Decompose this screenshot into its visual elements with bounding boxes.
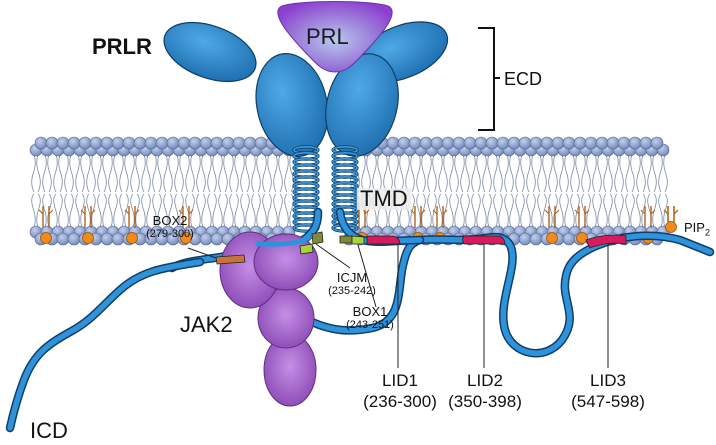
prlr-label: PRLR (92, 34, 152, 59)
ecd-bracket (478, 27, 500, 131)
box2-label: BOX2 (279-300) (146, 213, 194, 240)
ecd-label: ECD (504, 69, 543, 89)
lipid-tails (31, 153, 668, 229)
ecd-d2-right (325, 53, 399, 157)
cell-membrane (29, 136, 670, 246)
pip2-legend-icon (663, 206, 679, 233)
leader-lines (187, 243, 609, 368)
receptor-motifs (215, 231, 627, 265)
box1-label: BOX1 (243-251) (346, 304, 394, 331)
box1-segment-left (299, 243, 314, 255)
ecd-d2-left (255, 53, 329, 157)
ecd-d1-left (163, 21, 257, 83)
box1-segment (351, 235, 365, 245)
icjm-label: ICJM (235-242) (328, 270, 376, 297)
box2-segment (215, 254, 246, 265)
icjm-segment (311, 231, 324, 245)
pip2-label: PIP2 (684, 220, 710, 238)
icjm-segment-right (339, 235, 353, 244)
icd-label: ICD (30, 418, 68, 443)
lid1-label: LID1 (236-300) (363, 371, 437, 411)
lid2-label: LID2 (350-398) (448, 371, 522, 411)
lid3-label: LID3 (547-598) (571, 371, 645, 411)
lid1-segment (366, 235, 401, 245)
prl-ligand (277, 1, 393, 73)
extracellular-domain (163, 21, 449, 157)
prl-label: PRL (306, 24, 349, 49)
jak2-label: JAK2 (180, 312, 233, 337)
lid2-segment (462, 235, 506, 245)
transmembrane-helices (292, 145, 359, 233)
chain-over-jak2 (255, 233, 313, 247)
lid3-segment (585, 234, 627, 249)
tmd-label: TMD (357, 188, 411, 210)
lipid-heads-outer (29, 136, 670, 157)
